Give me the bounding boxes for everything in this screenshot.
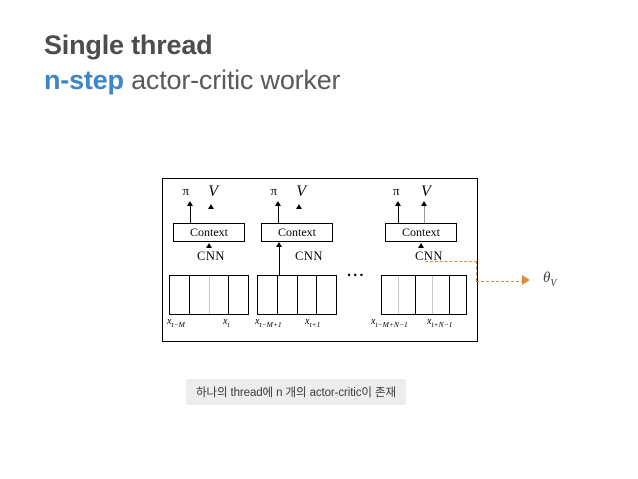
- frame-cell: [190, 276, 210, 314]
- theta-v-connector: θV: [425, 252, 605, 300]
- arrowhead-into-context-n: [418, 243, 424, 248]
- frame-cell: [210, 276, 230, 314]
- dashed-line-segment-vertical: [476, 261, 477, 281]
- architecture-diagram-panel: π V Context CNN xt−M xt π V Context: [162, 178, 478, 342]
- input-labels-1: xt−M xt: [167, 316, 253, 332]
- context-box-2: Context: [261, 223, 333, 242]
- input-label-right-1: xt: [223, 316, 230, 329]
- theta-v-label: θV: [543, 270, 557, 289]
- input-labels-2: xt−M+1 xt+1: [255, 316, 341, 332]
- frame-cell: [433, 276, 450, 314]
- output-symbols-2: π V: [255, 183, 341, 205]
- frame-cell: [416, 276, 433, 314]
- arrowhead-pi-1: [186, 201, 193, 206]
- input-label-right-2: xt+1: [305, 316, 321, 329]
- arrowhead-into-context-1: [206, 243, 212, 248]
- title-accent-nstep: n-step: [44, 65, 124, 95]
- arrow-context-to-v-n: [424, 205, 425, 223]
- actor-critic-group-2: π V Context CNN xt−M+1 xt+1: [255, 179, 341, 341]
- value-symbol-v-2: V: [296, 183, 307, 200]
- output-symbols-n: π V: [371, 183, 471, 205]
- frame-cell: [278, 276, 298, 314]
- input-frame-strip-1: [169, 275, 249, 315]
- context-box-1: Context: [173, 223, 245, 242]
- input-label-right-n: xt+N−1: [427, 316, 453, 329]
- cnn-label-2: CNN: [295, 249, 323, 263]
- page-title: Single thread n-step actor-critic worker: [44, 30, 341, 97]
- title-line-2: n-step actor-critic worker: [44, 64, 341, 97]
- input-frame-strip-n: [381, 275, 467, 315]
- frame-cell: [317, 276, 336, 314]
- actor-critic-group-n: π V Context CNN xt−M+N−1 xt+N−1: [371, 179, 471, 341]
- arrowhead-v-2: [296, 204, 302, 209]
- policy-symbol-pi-2: π: [270, 183, 278, 198]
- input-labels-n: xt−M+N−1 xt+N−1: [371, 316, 471, 332]
- title-line-2-rest: actor-critic worker: [123, 65, 341, 95]
- arrowhead-v-1: [208, 204, 214, 209]
- policy-symbol-pi-1: π: [182, 183, 190, 198]
- dashed-line-segment-horizontal-1: [425, 261, 477, 262]
- arrow-context-to-pi-n: [398, 205, 399, 223]
- input-label-left-2: xt−M+1: [255, 316, 282, 329]
- title-line-1: Single thread: [44, 30, 213, 60]
- arrowhead-pi-2: [274, 201, 281, 206]
- input-label-left-n: xt−M+N−1: [371, 316, 408, 329]
- arrowhead-into-context-2: [275, 242, 282, 247]
- value-symbol-v-n: V: [421, 183, 431, 200]
- dashed-line-segment-horizontal-2: [476, 281, 524, 282]
- arrowhead-v-n: [420, 201, 427, 206]
- frame-cell: [258, 276, 278, 314]
- cnn-label-n: CNN: [415, 249, 443, 263]
- cnn-label-1: CNN: [197, 249, 225, 263]
- frame-cell: [382, 276, 399, 314]
- arrow-cnn-to-context-2: [279, 245, 280, 275]
- diagram-caption: 하나의 thread에 n 개의 actor-critic이 존재: [186, 379, 406, 405]
- dashed-arrowhead-icon: [522, 275, 530, 285]
- value-symbol-v-1: V: [208, 183, 219, 200]
- arrow-context-to-pi-2: [278, 205, 279, 223]
- arrowhead-pi-n: [394, 201, 401, 206]
- ellipsis-between-groups: ...: [347, 263, 366, 280]
- frame-cell: [170, 276, 190, 314]
- frame-cell: [298, 276, 318, 314]
- policy-symbol-pi-n: π: [393, 183, 400, 198]
- actor-critic-group-1: π V Context CNN xt−M xt: [167, 179, 253, 341]
- arrow-context-to-pi-1: [190, 205, 191, 223]
- input-label-left-1: xt−M: [167, 316, 185, 329]
- output-symbols-1: π V: [167, 183, 253, 205]
- frame-cell: [229, 276, 248, 314]
- context-box-n: Context: [385, 223, 457, 242]
- input-frame-strip-2: [257, 275, 337, 315]
- frame-cell: [399, 276, 416, 314]
